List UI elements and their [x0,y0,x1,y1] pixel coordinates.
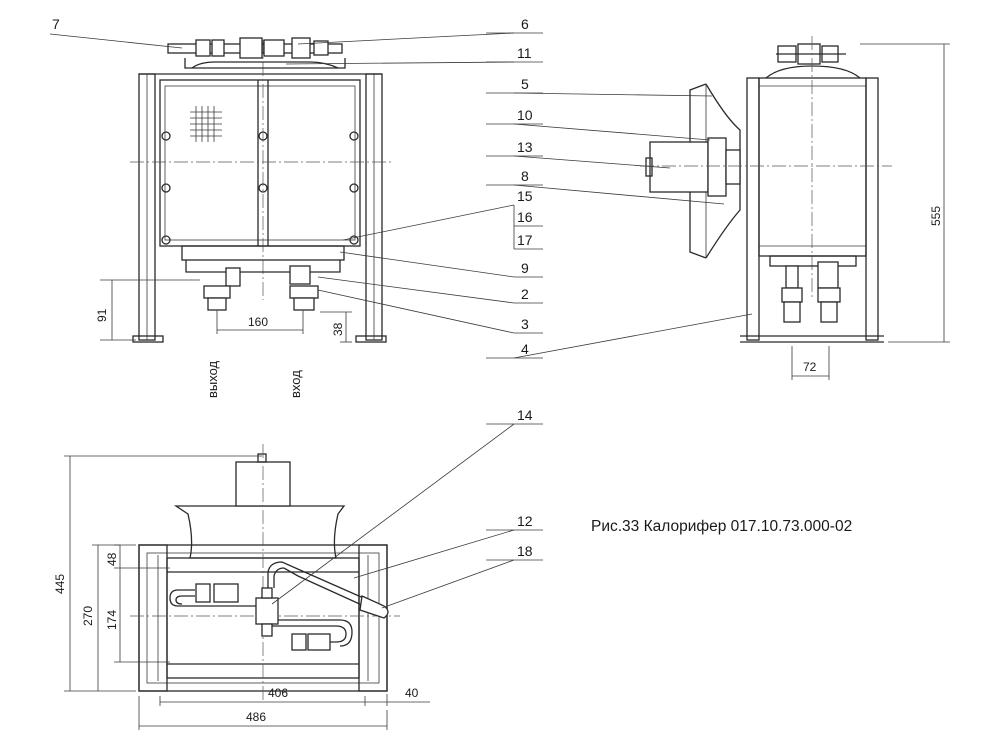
port-label-outlet: выход [205,360,220,398]
dimension-406: 406 [268,686,288,700]
dimension-160: 160 [248,315,268,329]
part-label-17: 17 [517,232,533,248]
front-view: 91 160 38 выход вход [49,32,543,398]
dimension-555: 555 [929,206,943,226]
side-view: 555 72 [486,36,950,380]
part-label-2: 2 [521,286,529,302]
dimension-486: 486 [246,710,266,724]
side-top-valve [776,43,846,65]
dimension-48: 48 [105,552,119,566]
port-label-inlet: вход [288,370,303,398]
side-bottom-piping [769,255,857,323]
part-label-9: 9 [521,260,529,276]
part-label-12: 12 [517,513,533,529]
dimension-445: 445 [53,574,67,594]
dimension-270: 270 [81,606,95,626]
part-label-16: 16 [517,209,533,225]
part-label-14: 14 [517,407,533,423]
heater-grid [190,106,222,142]
part-label-6: 6 [521,16,529,32]
dimension-91: 91 [95,308,109,322]
dimension-40: 40 [405,686,419,700]
part-label-5: 5 [521,76,529,92]
part-label-15: 15 [517,188,533,204]
part-label-7: 7 [52,16,60,32]
part-label-8: 8 [521,168,529,184]
part-label-18: 18 [517,543,533,559]
dimension-38: 38 [331,322,345,336]
top-connector [167,37,346,69]
part-label-10: 10 [517,107,533,123]
dimension-72: 72 [803,360,817,374]
part-labels: 7 6 11 5 10 13 8 15 16 17 9 2 3 4 14 12 … [52,16,533,559]
bottom-piping [181,245,345,311]
dimension-174: 174 [105,610,119,630]
part-label-11: 11 [517,45,532,61]
figure-caption: Рис.33 Калорифер 017.10.73.000-02 [591,518,853,535]
part-label-13: 13 [517,139,533,155]
plan-view: 445 270 174 48 406 40 486 [53,423,543,730]
part-label-3: 3 [521,316,529,332]
part-label-4: 4 [521,341,529,357]
